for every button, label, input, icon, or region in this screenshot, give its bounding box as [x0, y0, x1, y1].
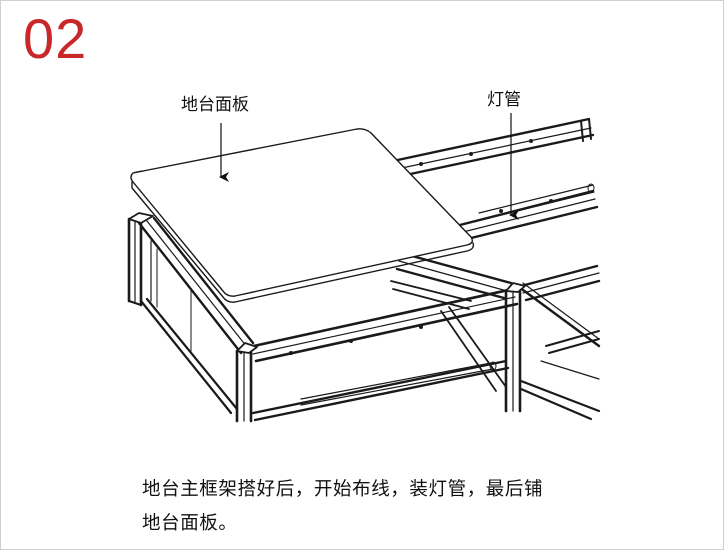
back-rail-lower	[519, 264, 601, 302]
light-tube-label: 灯管	[487, 90, 521, 110]
left-side-rail-top	[137, 216, 255, 355]
left-post	[127, 217, 143, 307]
right-rail-top	[517, 282, 601, 348]
caption: 地台主框架搭好后，开始布线，装灯管，最后铺 地台面板。	[142, 473, 662, 541]
left-side-panel-lines	[150, 240, 192, 352]
front-post	[235, 347, 253, 423]
bottom-light-tube	[300, 361, 497, 406]
stage-frame-diagram	[127, 113, 601, 423]
back-rail-bottom	[545, 330, 600, 354]
front-rail-bottom	[251, 359, 510, 422]
corner-connectors	[128, 212, 526, 354]
stage-panel	[130, 128, 475, 303]
caption-line-1: 地台主框架搭好后，开始布线，装灯管，最后铺	[142, 479, 544, 500]
left-side-rail-bottom	[139, 297, 239, 415]
side-rail-inner	[390, 280, 507, 392]
leader-arrows	[219, 113, 519, 220]
front-rail-top	[247, 287, 519, 363]
back-rail-middle	[454, 189, 599, 242]
step-number: 02	[23, 7, 88, 70]
right-rail-lower	[519, 360, 601, 421]
back-post-right	[580, 118, 592, 142]
side-rail-right	[395, 251, 513, 300]
stage-panel-label: 地台面板	[181, 95, 249, 115]
caption-line-2: 地台面板。	[142, 513, 238, 534]
light-tube	[478, 183, 595, 221]
middle-post	[504, 285, 522, 413]
back-rail-top	[391, 117, 595, 178]
